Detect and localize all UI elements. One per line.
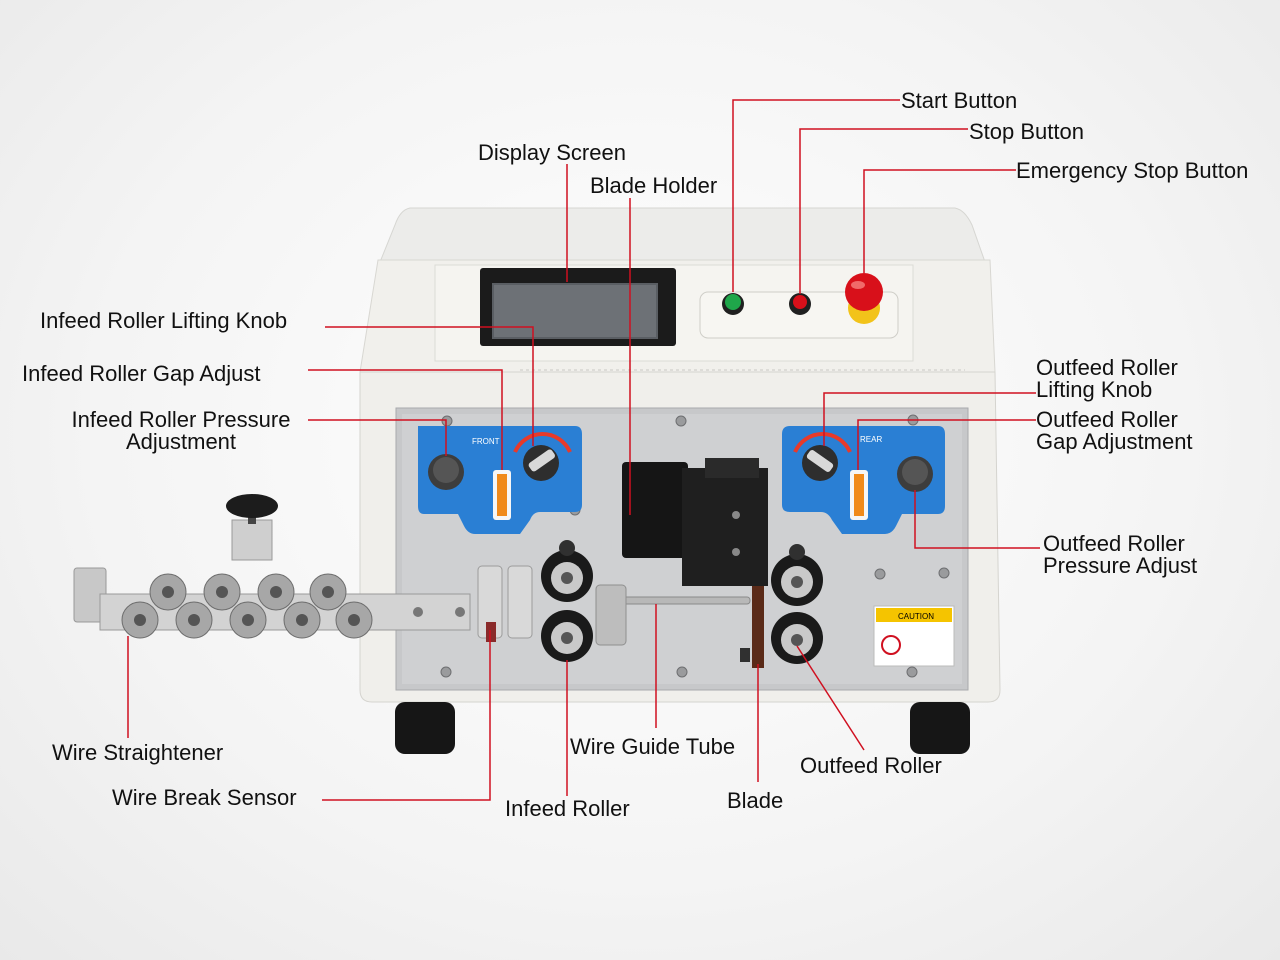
outfeed-gap-gauge[interactable] <box>854 474 864 516</box>
leader-lines <box>127 99 1040 801</box>
label-wire-guide-tube: Wire Guide Tube <box>570 734 736 759</box>
control-button-panel <box>699 273 899 339</box>
infeed-gap-gauge[interactable] <box>497 474 507 516</box>
label-infeed-pressure-line2: Adjustment <box>125 429 237 454</box>
caution-text: CAUTION <box>898 612 934 621</box>
wire-guide-tube <box>595 584 751 646</box>
label-wire-break-sensor: Wire Break Sensor <box>112 785 297 810</box>
label-outfeed-roller-lifting-knob: Outfeed Roller Lifting Knob <box>1036 357 1178 401</box>
label-start-button: Start Button <box>901 88 1018 113</box>
wire-break-sensor <box>477 565 533 642</box>
machine-top-housing <box>359 207 996 373</box>
label-outfeed-roller-pressure-adjust: Outfeed Roller Pressure Adjust <box>1043 533 1197 577</box>
label-infeed-roller-gap-adjust: Infeed Roller Gap Adjust <box>22 361 261 386</box>
label-infeed-roller-lifting-knob: Infeed Roller Lifting Knob <box>40 308 288 333</box>
start-button[interactable] <box>725 294 741 310</box>
stop-button[interactable] <box>793 295 807 309</box>
label-outfeed-gap-line2: Gap Adjustment <box>1036 429 1193 454</box>
label-infeed-pressure-line1: Infeed Roller Pressure <box>71 407 291 432</box>
label-stop-button: Stop Button <box>969 119 1084 144</box>
panel-screws <box>440 414 950 678</box>
label-blade-holder: Blade Holder <box>590 173 718 198</box>
label-wire-straightener: Wire Straightener <box>52 740 224 765</box>
wire-straightener <box>73 494 471 639</box>
label-outfeed-lifting-line2: Lifting Knob <box>1036 377 1153 402</box>
infeed-rollers <box>541 540 593 662</box>
label-outfeed-gap-line1: Outfeed Roller <box>1036 407 1178 432</box>
outfeed-control-panel: REAR <box>782 426 945 534</box>
outfeed-rollers <box>771 544 823 664</box>
label-infeed-roller-pressure-adjustment: Infeed Roller Pressure Adjustment <box>58 409 304 453</box>
front-label: FRONT <box>472 437 500 446</box>
emergency-stop-button[interactable] <box>845 273 883 311</box>
label-outfeed-pressure-line2: Pressure Adjust <box>1043 553 1198 578</box>
blade <box>740 586 764 668</box>
label-outfeed-pressure-line1: Outfeed Roller <box>1043 531 1185 556</box>
display-screen <box>480 268 676 346</box>
label-outfeed-roller: Outfeed Roller <box>800 753 942 778</box>
label-infeed-roller: Infeed Roller <box>505 796 630 821</box>
label-blade: Blade <box>727 788 784 813</box>
label-emergency-stop-button: Emergency Stop Button <box>1016 158 1249 183</box>
blade-holder <box>622 458 768 586</box>
label-outfeed-roller-gap-adjustment: Outfeed Roller Gap Adjustment <box>1036 409 1193 453</box>
machine-feet <box>395 702 970 754</box>
caution-sticker: CAUTION <box>873 605 955 667</box>
label-outfeed-lifting-line1: Outfeed Roller <box>1036 355 1178 380</box>
infeed-control-panel: FRONT <box>418 426 582 534</box>
rear-label: REAR <box>860 435 882 444</box>
label-display-screen: Display Screen <box>478 140 626 165</box>
